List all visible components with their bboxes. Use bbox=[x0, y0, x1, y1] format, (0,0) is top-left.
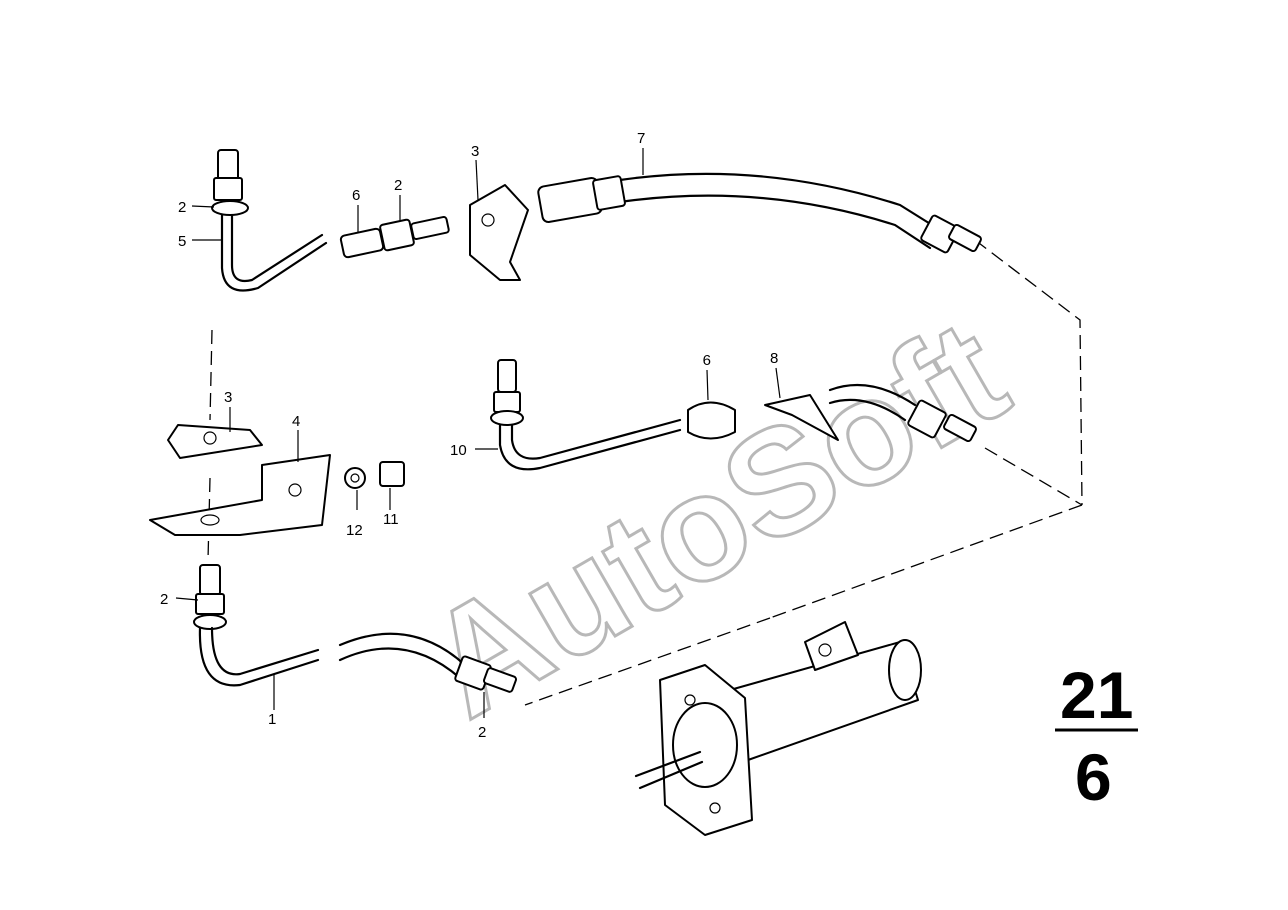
callout-1: 1 bbox=[268, 711, 276, 728]
plate-8 bbox=[764, 394, 839, 441]
callout-8: 8 bbox=[770, 350, 778, 367]
connector-upper bbox=[339, 215, 450, 259]
callout-9: 9 bbox=[703, 351, 711, 368]
callout-2a: 2 bbox=[178, 199, 186, 216]
hose-middle bbox=[490, 359, 977, 471]
callout-2c: 2 bbox=[160, 591, 168, 608]
bolt-11 bbox=[379, 461, 405, 487]
callout-12: 12 bbox=[346, 522, 363, 539]
callout-6: 6 bbox=[352, 187, 360, 204]
group-number-top: 21 bbox=[1060, 658, 1133, 732]
pipe-upper-left bbox=[211, 149, 328, 292]
leader-lines bbox=[175, 148, 781, 718]
callout-3a: 3 bbox=[471, 143, 479, 160]
callout-4: 4 bbox=[292, 413, 300, 430]
assembly-dashed-lines bbox=[207, 239, 1083, 706]
callouts: 1 2 2 2 2 3 3 4 5 6 7 8 9 10 11 12 bbox=[160, 130, 778, 741]
callout-2d: 2 bbox=[478, 724, 486, 741]
plate-4 bbox=[149, 454, 331, 536]
bracket-lower bbox=[167, 424, 263, 459]
group-number-bottom: 6 bbox=[1075, 740, 1112, 814]
callout-5: 5 bbox=[178, 233, 186, 250]
washer-12 bbox=[344, 467, 366, 489]
pipe-lower bbox=[193, 564, 517, 693]
slave-cylinder bbox=[634, 621, 922, 836]
hose-upper bbox=[537, 172, 982, 254]
clip-9 bbox=[687, 401, 736, 440]
callout-3b: 3 bbox=[224, 389, 232, 406]
callout-2b: 2 bbox=[394, 177, 402, 194]
group-number: 21 6 bbox=[1055, 658, 1138, 814]
bracket-upper bbox=[469, 184, 529, 281]
callout-7: 7 bbox=[637, 130, 645, 147]
callout-10: 10 bbox=[450, 442, 467, 459]
callout-11: 11 bbox=[383, 511, 399, 528]
